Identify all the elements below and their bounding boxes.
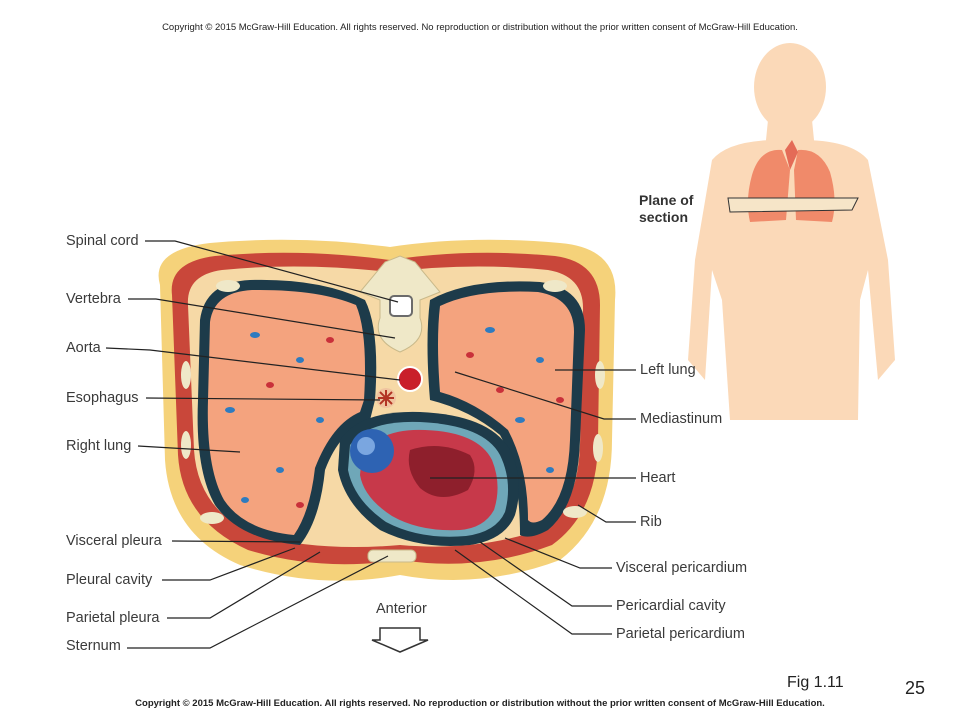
label-parietal-pericardium: Parietal pericardium bbox=[616, 626, 745, 642]
leader-lines bbox=[105, 240, 636, 649]
label-rib: Rib bbox=[640, 514, 662, 530]
label-parietal-pleura: Parietal pleura bbox=[66, 610, 160, 626]
copyright-notice-bottom: Copyright © 2015 McGraw-Hill Education. … bbox=[135, 698, 825, 709]
copyright-notice-top: Copyright © 2015 McGraw-Hill Education. … bbox=[162, 22, 798, 33]
anterior-arrow-icon bbox=[371, 627, 429, 653]
label-pleural-cavity: Pleural cavity bbox=[66, 572, 153, 588]
page-number: 25 bbox=[905, 678, 926, 698]
label-aorta: Aorta bbox=[66, 340, 101, 356]
label-left-lung: Left lung bbox=[640, 362, 696, 378]
label-pericardial-cavity: Pericardial cavity bbox=[616, 598, 726, 614]
label-vertebra: Vertebra bbox=[66, 291, 121, 307]
plane-label-line1: Plane of bbox=[639, 192, 694, 208]
plane-of-section-label: Plane of section bbox=[639, 192, 719, 226]
label-spinal-cord: Spinal cord bbox=[66, 233, 139, 249]
label-visceral-pericardium: Visceral pericardium bbox=[616, 560, 748, 576]
label-heart: Heart bbox=[640, 470, 676, 486]
label-mediastinum: Mediastinum bbox=[640, 411, 723, 427]
label-anterior: Anterior bbox=[376, 601, 427, 617]
plane-label-line2: section bbox=[639, 209, 689, 225]
cross-section bbox=[158, 239, 616, 581]
label-sternum: Sternum bbox=[66, 638, 121, 654]
label-right-lung: Right lung bbox=[66, 438, 132, 454]
label-esophagus: Esophagus bbox=[66, 390, 139, 406]
body-silhouette bbox=[688, 43, 895, 421]
figure-label: Fig 1.11 bbox=[787, 674, 844, 691]
label-visceral-pleura: Visceral pleura bbox=[66, 533, 162, 549]
